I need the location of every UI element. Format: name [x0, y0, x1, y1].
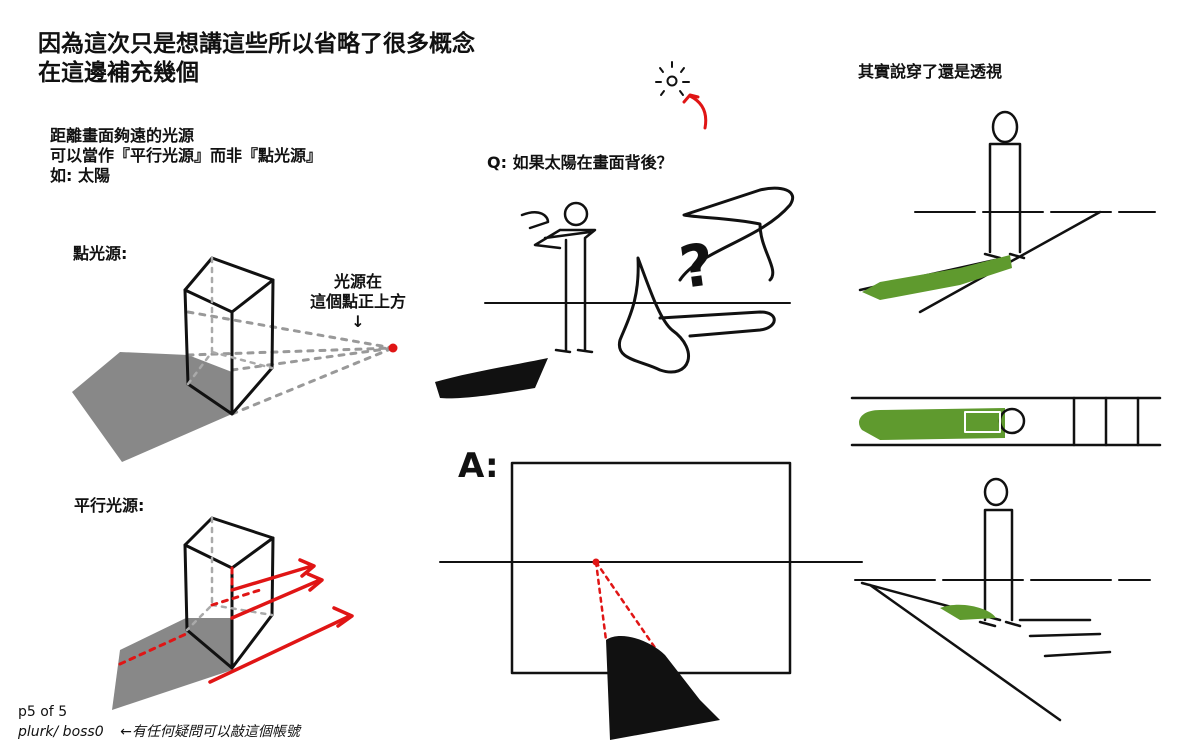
footer-note: ←有任何疑問可以敲這個帳號 [120, 724, 300, 740]
parallel-light-rays [208, 564, 352, 684]
figure-bottom-head [983, 477, 1009, 507]
point-light-note-line-1: 光源在 [334, 272, 383, 291]
answer-label: A: [458, 446, 499, 486]
point-light-source-dot [388, 343, 398, 353]
question-scene [435, 186, 794, 399]
point-light-note: 光源在 這個點正上方 ↓ [310, 272, 406, 332]
answer-vanishing-point [592, 558, 600, 566]
figure-body [520, 211, 597, 352]
footer-handle-row: plurk/ boss0 ←有任何疑問可以敲這個帳號 [18, 724, 300, 742]
figure-head [563, 201, 589, 227]
point-light-box-edges [183, 278, 275, 416]
point-light-box-hidden [186, 256, 274, 386]
parallel-light-box-top [183, 516, 275, 570]
page-heading: 因為這次只是想講這些所以省略了很多概念 在這邊補充幾個 [38, 30, 475, 88]
figure-shadow [435, 358, 548, 399]
sun-icon [655, 61, 708, 130]
intro-line-3: 如: 太陽 [50, 166, 110, 185]
question-text: Q: 如果太陽在畫面背後？ [487, 153, 673, 172]
perspective-scene-middle [850, 396, 1162, 447]
footer-page: p5 of 5 [18, 704, 68, 720]
sun-arrow [682, 93, 708, 130]
answer-shadow [606, 635, 720, 740]
answer-scene [439, 461, 863, 740]
point-light-shadow [72, 352, 232, 462]
parallel-light-label: 平行光源: [74, 496, 145, 515]
perspective-scene-bottom [854, 477, 1151, 722]
perspective-title: 其實說穿了還是透視 [858, 62, 1003, 81]
figure-top-shadow [862, 255, 1012, 300]
point-light-label: 點光源: [73, 244, 128, 263]
parallel-light-shadow [112, 618, 232, 710]
intro-line-1: 距離畫面夠遠的光源 [50, 126, 195, 145]
answer-rays [594, 560, 662, 657]
figure-bottom-shadow [940, 604, 996, 620]
perspective-scene-top [858, 110, 1156, 314]
pointing-hand [658, 186, 794, 338]
point-light-note-line-2: 這個點正上方 [310, 292, 407, 311]
point-light-diagram [72, 256, 398, 462]
point-light-note-arrow: ↓ [351, 312, 365, 331]
parallel-light-diagram [112, 516, 354, 710]
intro-text: 距離畫面夠遠的光源 可以當作『平行光源』而非『點光源』 如: 太陽 [50, 126, 322, 186]
heading-line-2: 在這邊補充幾個 [38, 59, 199, 86]
answer-frame [510, 461, 792, 675]
point-light-box-top [183, 256, 275, 314]
heading-line-1: 因為這次只是想講這些所以省略了很多概念 [38, 31, 475, 57]
intro-line-2: 可以當作『平行光源』而非『點光源』 [50, 146, 323, 165]
footer-handle: plurk/ boss0 [18, 724, 104, 740]
figure-top-head [991, 110, 1019, 144]
